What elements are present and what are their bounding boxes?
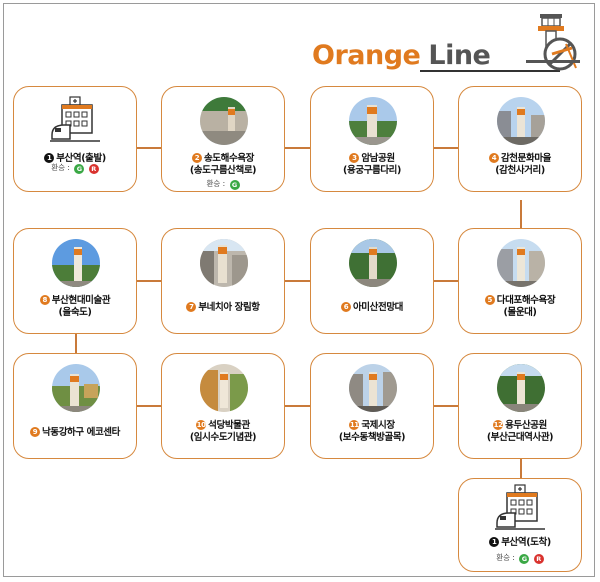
stop-number-badge: 1 [44,153,55,163]
connector-7-8 [137,280,161,282]
transfer-red-badge: R [88,164,99,174]
connector-1-2 [137,147,161,149]
stop-photo-10 [200,364,248,412]
stop-number-badge: 3 [349,153,360,163]
title-underline [420,70,560,72]
stop-number-badge: 12 [493,420,504,430]
stop-photo-8 [52,239,100,287]
connector-12-end [520,458,522,478]
connector-3-4 [434,147,458,149]
stop-photo-9 [52,364,100,412]
stop-number-badge: 7 [186,302,197,312]
stop-photo-12 [497,364,545,412]
stop-number-badge: 9 [30,427,41,437]
stop-photo-11 [349,364,397,412]
title-line: Line [428,40,491,71]
station-building-icon [495,484,545,530]
stop-photo-2 [200,97,248,145]
transfer-green-badge: G [519,554,530,564]
stop-number-badge: 5 [484,295,495,305]
transfer-info-end: 환승 : G R [459,553,581,564]
stop-number-badge: 6 [340,302,351,312]
connector-9-10 [137,405,161,407]
transfer-green-badge: G [229,180,240,190]
stop-number-badge: 2 [191,153,202,163]
stop-photo-7 [200,239,248,287]
connector-2-3 [285,147,310,149]
stop-number-badge: 1 [489,537,500,547]
stop-photo-3 [349,97,397,145]
connector-4-5 [520,200,522,228]
station-building-icon [50,96,100,142]
transfer-info-1: 환승 : G R [14,163,136,174]
stop-number-badge: 8 [39,295,50,305]
transfer-green-badge: G [74,164,85,174]
page-frame [3,3,595,577]
connector-10-11 [285,405,310,407]
title-orange: Orange [312,40,421,71]
transfer-red-badge: R [533,554,544,564]
transfer-info-2: 환승 : G [162,179,284,190]
connector-5-6 [434,280,458,282]
tower-logo-icon [526,14,580,71]
stop-photo-6 [349,239,397,287]
connector-11-12 [434,405,458,407]
stop-photo-5 [497,239,545,287]
stop-number-badge: 10 [196,420,207,430]
connector-8-9 [75,333,77,353]
stop-number-badge: 4 [488,153,499,163]
stop-photo-4 [497,97,545,145]
stop-number-badge: 11 [349,420,360,430]
connector-6-7 [285,280,310,282]
